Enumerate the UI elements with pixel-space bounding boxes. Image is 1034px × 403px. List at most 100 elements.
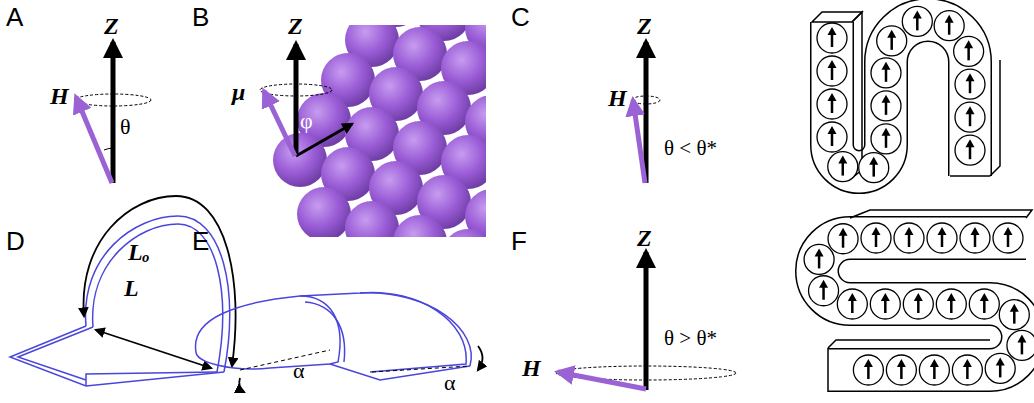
moment-arrowhead (864, 359, 873, 367)
moment-arrowhead (881, 293, 890, 301)
moment-arrowhead (882, 62, 891, 70)
cell (837, 289, 867, 319)
angle-label: α (444, 372, 456, 394)
cell (804, 244, 834, 274)
moment-arrowhead (887, 30, 896, 38)
moment-arrow (969, 146, 972, 159)
moment-arrow (974, 234, 977, 247)
moment-arrow (948, 22, 951, 35)
atom (345, 201, 399, 237)
moment-arrowhead (828, 27, 837, 35)
moment-arrow (842, 235, 845, 248)
moment-arrowhead (905, 227, 914, 235)
moment-arrowhead (828, 60, 837, 68)
moment-arrowhead (930, 359, 939, 367)
cell (955, 135, 985, 165)
cell (853, 355, 883, 385)
moment-arrowhead (914, 293, 923, 301)
cell (919, 355, 949, 385)
moment-arrowhead (828, 93, 837, 101)
moment-arrow (933, 366, 936, 379)
moment-arrowhead (838, 156, 847, 164)
moment-arrowhead (964, 40, 973, 48)
cell (960, 223, 990, 253)
atom (297, 187, 351, 237)
moment-arrowhead (839, 228, 848, 236)
atom (273, 133, 327, 187)
moment-arrowhead (882, 95, 891, 103)
angle-label: α (293, 360, 305, 382)
moment-arrowhead (938, 227, 947, 235)
cell (828, 224, 858, 254)
cell (993, 223, 1023, 253)
cell (903, 289, 933, 319)
cell (828, 152, 858, 182)
symbol-label: Lₒ (128, 240, 150, 264)
cell (894, 223, 924, 253)
cell (902, 6, 932, 36)
moment-arrow (1021, 341, 1024, 354)
angle-label: θ (120, 116, 131, 138)
moment-arrowhead (966, 106, 975, 114)
moment-arrowhead (819, 280, 828, 288)
moment-arrowhead (947, 293, 956, 301)
moment-arrowhead (1017, 334, 1026, 342)
symbol-label: Z (637, 14, 652, 38)
moment-arrowhead (966, 73, 975, 81)
moment-arrow (831, 34, 834, 47)
cell (817, 122, 847, 152)
cell (955, 102, 985, 132)
moment-arrow (885, 102, 888, 115)
panel-letter: F (511, 228, 527, 254)
moment-arrow (908, 234, 911, 247)
moment-arrowhead (882, 128, 891, 136)
moment-arrow (818, 255, 821, 268)
symbol-label: Z (104, 14, 119, 38)
moment-arrow (872, 164, 875, 177)
cell (1007, 330, 1034, 360)
moment-arrow (916, 17, 919, 30)
moment-arrow (890, 37, 893, 50)
moment-arrow (999, 364, 1002, 377)
moment-arrow (885, 135, 888, 148)
atom-lattice (273, 25, 486, 237)
moment-arrowhead (872, 227, 881, 235)
moment-arrow (967, 47, 970, 60)
cell (870, 289, 900, 319)
symbol-label: Z (637, 226, 652, 250)
cell (817, 89, 847, 119)
moment-arrowhead (869, 157, 878, 165)
moment-arrow (983, 300, 986, 313)
panel-letter: A (6, 4, 23, 30)
moment-arrow (1007, 234, 1010, 247)
symbol-label: L (124, 276, 139, 300)
cell (871, 58, 901, 88)
cell (817, 23, 847, 53)
moment-arrow (867, 366, 870, 379)
moment-arrowhead (913, 10, 922, 18)
moment-arrow (950, 300, 953, 313)
panel-letter: E (192, 228, 209, 254)
moment-arrow (969, 80, 972, 93)
symbol-label: μ (232, 80, 245, 104)
strip-outline (817, 238, 1026, 370)
moment-arrow (822, 287, 825, 300)
strip-outline (832, 20, 970, 176)
moment-arrowhead (828, 126, 837, 134)
cell (886, 355, 916, 385)
cell (859, 153, 889, 183)
moment-arrow (831, 100, 834, 113)
magnetic-cells (804, 6, 1034, 385)
panel-letter: C (511, 4, 530, 30)
moment-arrow (969, 113, 972, 126)
cell (985, 353, 1015, 383)
cell (952, 355, 982, 385)
cell (927, 223, 957, 253)
cell (871, 91, 901, 121)
moment-arrow (917, 300, 920, 313)
symbol-label: H (522, 356, 541, 380)
moment-arrowhead (1004, 227, 1013, 235)
cell (934, 11, 964, 41)
